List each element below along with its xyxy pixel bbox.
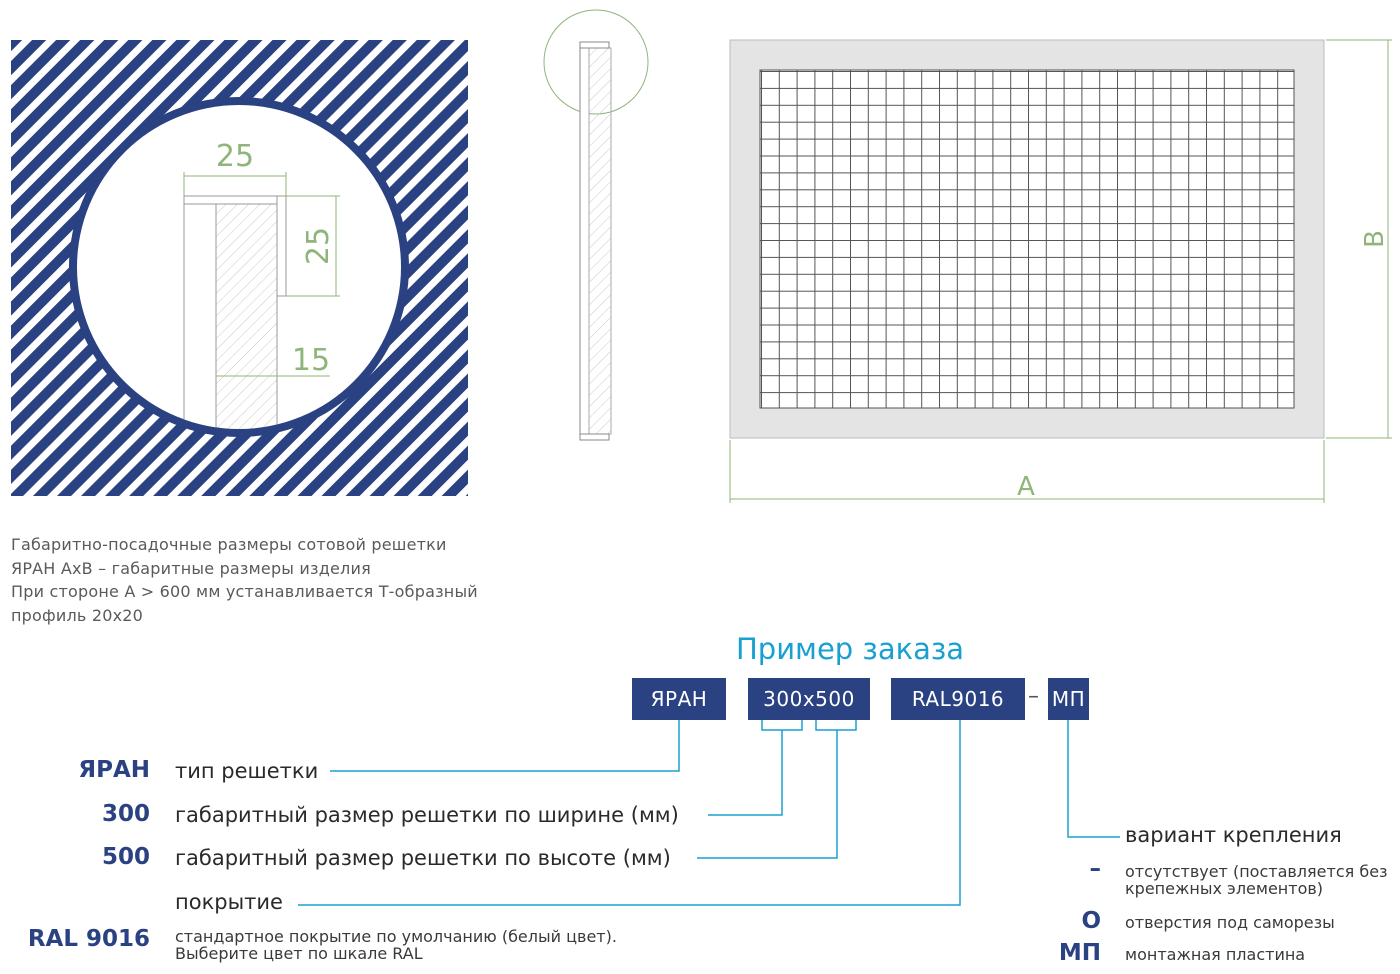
drawing-description: Габаритно-посадочные размеры сотовой реш… xyxy=(11,533,478,627)
order-box-size: 300х500 xyxy=(748,678,870,720)
dim-height-label: 25 xyxy=(301,227,336,265)
order-separator: – xyxy=(1028,684,1039,709)
order-box-type: ЯРАН xyxy=(632,678,726,720)
description-line: Габаритно-посадочные размеры сотовой реш… xyxy=(11,535,447,554)
side-section-view xyxy=(543,9,649,441)
mount-opt1-line1: отсутствует (поставляется без xyxy=(1125,862,1388,881)
mount-opt1-line2: крепежных элементов) xyxy=(1125,879,1324,898)
front-view xyxy=(729,39,1392,503)
mount-opt3-text: монтажная пластина xyxy=(1125,945,1306,964)
mount-opt3-symbol: МП xyxy=(1058,940,1101,966)
detail-view xyxy=(11,40,468,496)
legend-desc-coating: покрытие xyxy=(175,890,283,914)
order-box-coating: RAL9016 xyxy=(891,678,1025,720)
description-line: профиль 20х20 xyxy=(11,605,144,625)
description-line: При стороне А > 600 мм устанавливается Т… xyxy=(11,582,478,601)
legend-code-height: 500 xyxy=(101,844,150,870)
mount-opt1-symbol: – xyxy=(1089,856,1102,882)
legend-desc-type: тип решетки xyxy=(175,759,319,783)
legend-desc-ral-1: стандартное покрытие по умолчанию (белый… xyxy=(175,927,617,946)
order-example-title: Пример заказа xyxy=(736,632,965,666)
legend-code-type: ЯРАН xyxy=(78,757,150,783)
mount-opt2-text: отверстия под саморезы xyxy=(1125,913,1335,932)
dim-offset-label: 15 xyxy=(292,343,330,378)
order-connectors xyxy=(298,718,1120,906)
dim-b-label: B xyxy=(1360,230,1390,248)
dim-a-label: A xyxy=(1017,472,1035,502)
dim-width-label: 25 xyxy=(216,139,254,174)
legend-desc-ral-2: Выберите цвет по шкале RAL xyxy=(175,944,423,963)
legend-code-ral: RAL 9016 xyxy=(27,926,150,952)
mount-opt2-symbol: О xyxy=(1081,908,1101,934)
legend-desc-height: габаритный размер решетки по высоте (мм) xyxy=(175,846,671,870)
order-box-mount: МП xyxy=(1048,678,1089,720)
description-line: ЯРАН АхВ – габаритные размеры изделия xyxy=(11,558,371,578)
mount-title: вариант крепления xyxy=(1125,823,1342,847)
legend-desc-width: габаритный размер решетки по ширине (мм) xyxy=(175,803,679,827)
legend-code-width: 300 xyxy=(101,801,150,827)
